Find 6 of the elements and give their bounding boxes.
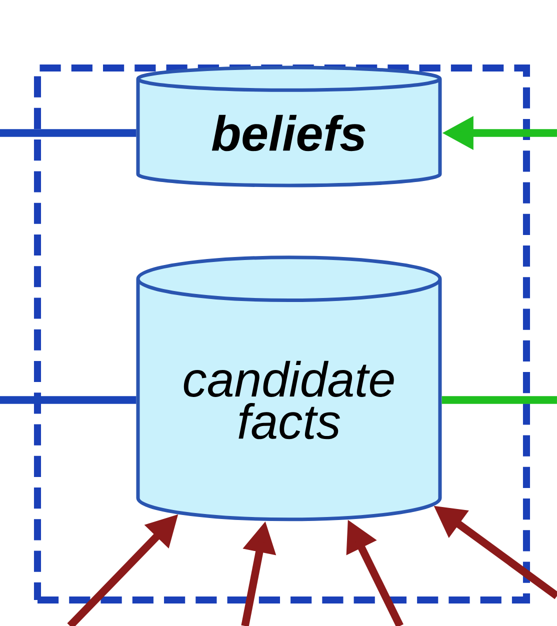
database-cylinder: candidate facts — [136, 256, 442, 522]
connector-line — [0, 129, 136, 137]
connector-line — [0, 396, 136, 404]
connector-line — [442, 396, 557, 404]
dashed-boundary-box — [34, 64, 530, 604]
database-cylinder: beliefs — [136, 66, 442, 188]
